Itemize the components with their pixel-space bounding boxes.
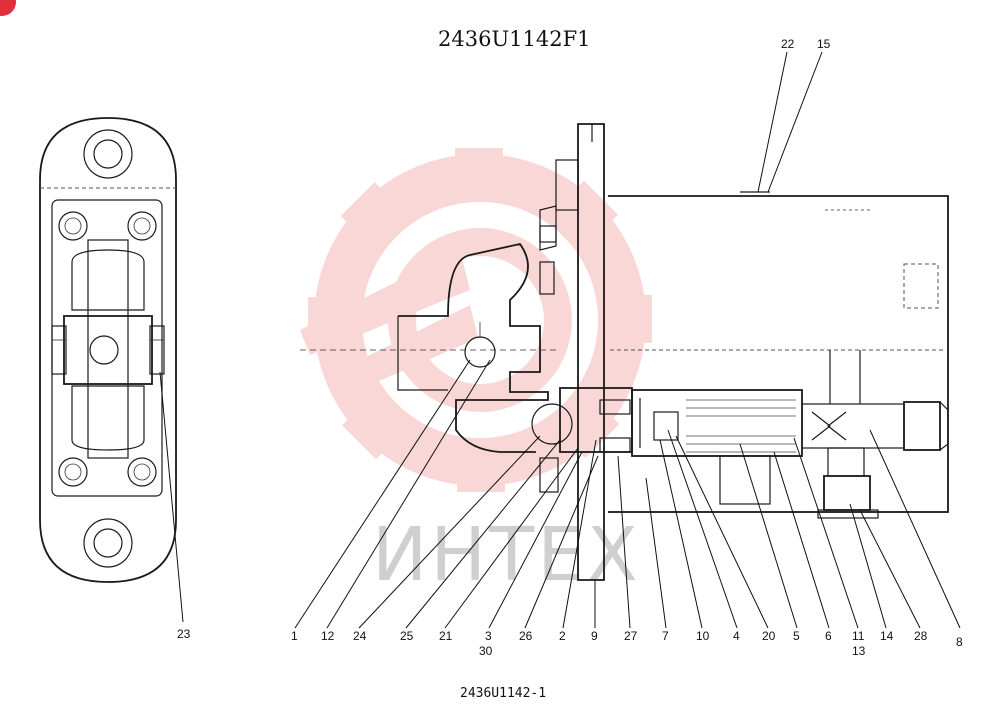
section-view [300, 123, 949, 581]
callout-3: 3 [485, 629, 492, 643]
callout-8: 8 [956, 635, 963, 649]
callout-14: 14 [880, 629, 894, 643]
callout-21: 21 [439, 629, 453, 643]
callout-22: 22 [781, 37, 795, 51]
callout-26: 26 [519, 629, 533, 643]
callout-25: 25 [400, 629, 414, 643]
callout-12: 12 [321, 629, 335, 643]
callout-27: 27 [624, 629, 638, 643]
watermark-logo [300, 148, 652, 492]
callout-1: 1 [291, 629, 298, 643]
drawing-number: 2436U1142-1 [460, 686, 546, 701]
callout-2: 2 [559, 629, 566, 643]
callout-28: 28 [914, 629, 928, 643]
corner-badge [0, 0, 16, 16]
end-view [39, 117, 177, 583]
callout-11: 11 [852, 629, 865, 643]
callout-5: 5 [793, 629, 800, 643]
callout-4: 4 [733, 629, 740, 643]
callout-labels: 22 15 23 1 12 24 25 21 3 30 26 2 9 27 7 … [177, 37, 963, 658]
callout-10: 10 [696, 629, 710, 643]
callout-20: 20 [762, 629, 776, 643]
callout-30: 30 [479, 644, 493, 658]
callout-13: 13 [852, 644, 866, 658]
callout-7: 7 [662, 629, 669, 643]
callout-15: 15 [817, 37, 831, 51]
watermark-text: ИНТЕХ [372, 512, 641, 598]
drawing-title: 2436U1142F1 [438, 27, 591, 51]
callout-9: 9 [591, 629, 598, 643]
callout-6: 6 [825, 629, 832, 643]
callout-23: 23 [177, 627, 191, 641]
leader-lines [159, 51, 961, 629]
callout-24: 24 [353, 629, 367, 643]
